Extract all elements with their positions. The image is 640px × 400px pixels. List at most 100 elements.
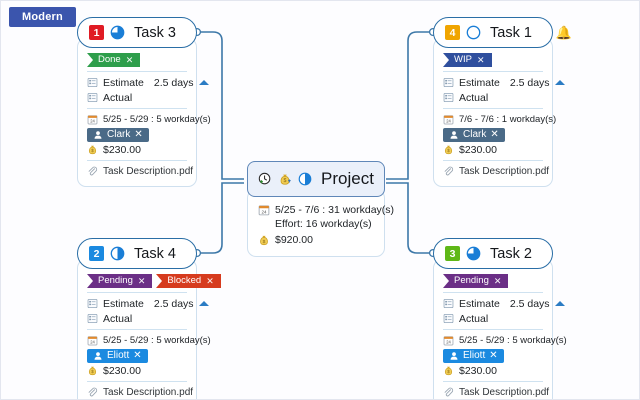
status-tag-label: WIP <box>454 54 472 65</box>
estimate-label: Estimate <box>459 297 500 310</box>
attachment-name: Task Description.pdf <box>459 166 550 177</box>
collapse-arrow-icon[interactable] <box>554 301 565 306</box>
assignee-chip[interactable]: Eliott✕ <box>443 348 504 363</box>
status-tag-label: Done <box>98 54 121 65</box>
actual-row[interactable]: Actual <box>443 90 543 105</box>
link-project-task3 <box>197 31 244 180</box>
cost-row[interactable]: $ $230.00 <box>87 142 187 157</box>
attachment-icon <box>88 166 98 176</box>
assignee-chip[interactable]: Clark✕ <box>87 127 149 142</box>
estimate-value: 2.5 days <box>153 297 194 310</box>
reminder-bell-icon[interactable]: 🔔 <box>555 25 572 40</box>
estimate-row[interactable]: Estimate 2.5 days <box>443 296 565 311</box>
money-bag-icon: $ <box>280 174 291 185</box>
link-project-task1 <box>386 31 433 180</box>
assignee-row[interactable]: Eliott✕ <box>443 348 543 363</box>
assignee-row[interactable]: Clark✕ <box>87 127 187 142</box>
assignee-row[interactable]: Clark✕ <box>443 127 543 142</box>
assignee-name: Eliott <box>463 350 486 361</box>
list-icon <box>443 92 454 103</box>
task-cost: $230.00 <box>459 143 497 156</box>
status-tag-remove-icon[interactable]: ✕ <box>206 276 214 286</box>
estimate-label: Estimate <box>103 76 144 89</box>
actual-row[interactable]: Actual <box>87 311 187 326</box>
project-title: Project <box>321 169 374 188</box>
svg-text:24: 24 <box>90 340 95 345</box>
assignee-remove-icon[interactable]: ✕ <box>133 350 142 361</box>
list-icon <box>87 92 98 103</box>
cost-row[interactable]: $$230.00 <box>87 363 187 378</box>
collapse-arrow-icon[interactable] <box>198 301 209 306</box>
status-tag-remove-icon[interactable]: ✕ <box>493 276 502 286</box>
task-title: Task 1 <box>490 24 532 41</box>
status-tag[interactable]: Pending✕ <box>87 274 153 288</box>
attachment-row[interactable]: Task Description.pdf <box>443 164 549 179</box>
project-cost-row[interactable]: $ $920.00 <box>258 232 374 248</box>
attachment-row[interactable]: Task Description.pdf <box>87 385 193 399</box>
task-title: Task 3 <box>134 24 176 41</box>
assignee-row[interactable]: Eliott✕ <box>87 348 187 363</box>
project-dates: 5/25 - 7/6 : 31 workday(s) <box>275 204 395 216</box>
assignee-chip[interactable]: Eliott✕ <box>87 348 148 363</box>
divider <box>87 381 187 382</box>
collapse-arrow-icon[interactable] <box>554 80 565 85</box>
project-header[interactable]: $ Project <box>247 161 385 197</box>
svg-text:$: $ <box>91 148 94 153</box>
estimate-row[interactable]: Estimate 2.5 days <box>87 75 209 90</box>
attachment-name: Task Description.pdf <box>103 387 194 398</box>
status-tag-remove-icon[interactable]: ✕ <box>476 55 485 65</box>
actual-row[interactable]: Actual <box>87 90 187 105</box>
divider <box>443 108 543 109</box>
person-icon <box>450 351 458 360</box>
project-dates-row[interactable]: 24 5/25 - 7/6 : 31 workday(s) <box>258 202 394 218</box>
estimate-label: Estimate <box>459 76 500 89</box>
dates-row[interactable]: 24 5/25 - 5/29 : 5 workday(s) <box>87 333 211 348</box>
cost-row[interactable]: $ $230.00 <box>443 142 543 157</box>
assignee-remove-icon[interactable]: ✕ <box>134 129 143 140</box>
actual-row[interactable]: Actual <box>443 311 543 326</box>
assignee-remove-icon[interactable]: ✕ <box>490 129 499 140</box>
divider <box>87 329 187 330</box>
estimate-value: 2.5 days <box>509 297 550 310</box>
assignee-chip[interactable]: Clark✕ <box>443 127 505 142</box>
attachment-row[interactable]: Task Description.pdf <box>443 385 549 399</box>
status-tag-remove-icon[interactable]: ✕ <box>137 276 146 286</box>
svg-text:24: 24 <box>261 209 267 214</box>
estimate-value: 2.5 days <box>153 76 194 89</box>
task-cost: $230.00 <box>459 364 497 377</box>
task-cost: $230.00 <box>103 143 141 156</box>
svg-text:$: $ <box>447 148 450 153</box>
status-tag[interactable]: Done ✕ <box>87 53 141 67</box>
svg-text:$: $ <box>263 239 266 245</box>
status-tag[interactable]: Blocked✕ <box>156 274 221 288</box>
assignee-remove-icon[interactable]: ✕ <box>489 350 498 361</box>
project-node[interactable]: $ Project 24 5/25 - 7/6 : 31 workday(s) … <box>247 161 394 257</box>
list-icon <box>87 298 98 309</box>
task-header[interactable]: 4 Task 1 🔔 <box>433 17 572 48</box>
status-tag[interactable]: Pending✕ <box>443 274 509 288</box>
task-dates: 5/25 - 5/29 : 5 workday(s) <box>103 335 211 346</box>
collapse-arrow-icon[interactable] <box>198 80 209 85</box>
attachment-row[interactable]: Task Description.pdf <box>87 164 193 179</box>
status-tag-remove-icon[interactable]: ✕ <box>125 55 134 65</box>
status-tag[interactable]: WIP ✕ <box>443 53 492 67</box>
money-bag-icon: $ <box>260 235 268 246</box>
cost-row[interactable]: $$230.00 <box>443 363 543 378</box>
calendar-icon: 24 <box>87 336 98 346</box>
divider <box>443 381 543 382</box>
divider <box>87 160 187 161</box>
task-number-badge: 4 <box>445 25 460 40</box>
